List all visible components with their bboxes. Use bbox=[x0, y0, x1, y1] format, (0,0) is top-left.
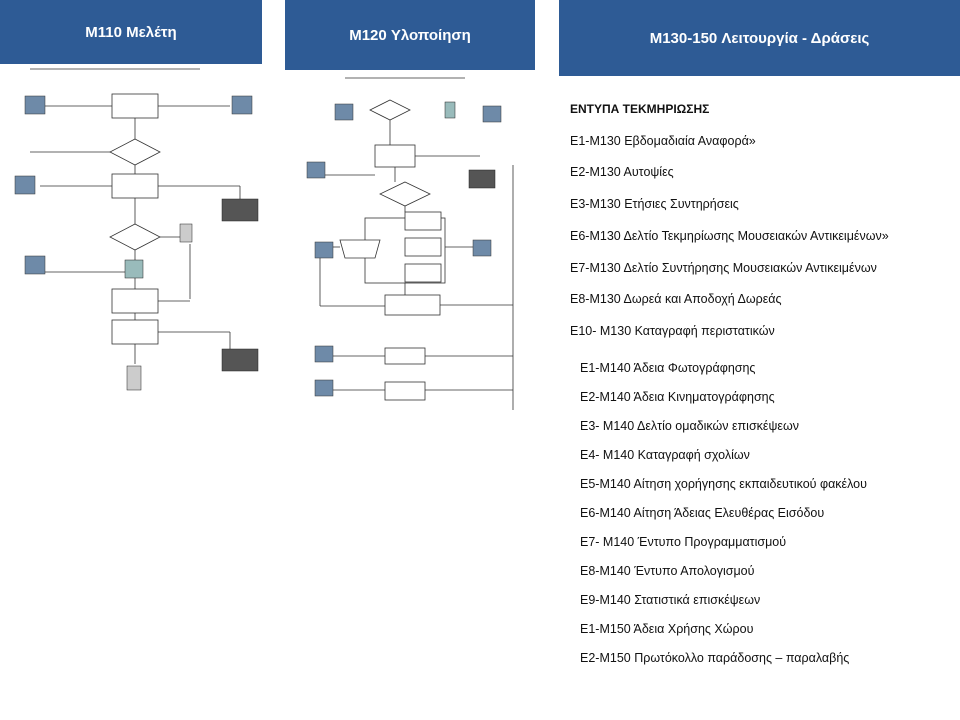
form-item: Ε1-Μ150 Άδεια Χρήσης Χώρου bbox=[580, 622, 754, 636]
building-icon bbox=[221, 348, 259, 372]
document-icon bbox=[126, 365, 142, 391]
form-item: Ε6-Μ140 Αίτηση Άδειας Ελευθέρας Εισόδου bbox=[580, 506, 825, 520]
flowchart-m120 bbox=[306, 77, 514, 410]
process-node-2 bbox=[404, 211, 442, 231]
forms-title: ΕΝΤΥΠΑ ΤΕΚΜΗΡΙΩΣΗΣ bbox=[570, 102, 710, 116]
actor-icon bbox=[314, 345, 334, 363]
document-icon bbox=[179, 223, 193, 243]
form-item: Ε2-Μ150 Πρωτόκολλο παράδοσης – παραλαβής bbox=[580, 651, 850, 665]
process-node-4 bbox=[111, 319, 159, 345]
header-m110-label: M110 Μελέτη bbox=[85, 23, 177, 41]
process-node-3 bbox=[404, 237, 442, 257]
decision-node-1 bbox=[109, 138, 161, 166]
actor-icon bbox=[334, 103, 354, 121]
actor-icon bbox=[231, 95, 253, 115]
form-item: Ε2-Μ130 Αυτοψίες bbox=[570, 165, 674, 179]
flowchart-m110 bbox=[14, 68, 259, 391]
actor-icon bbox=[24, 95, 46, 115]
decision-node-1 bbox=[369, 99, 411, 121]
form-item: Ε3-Μ130 Ετήσιες Συντηρήσεις bbox=[570, 197, 739, 211]
document-icon bbox=[124, 259, 144, 279]
form-item: Ε8-Μ140 Έντυπο Απολογισμού bbox=[580, 564, 755, 578]
actor-icon bbox=[482, 105, 502, 123]
header-m130-150-label: M130-150 Λειτουργία - Δράσεις bbox=[649, 29, 870, 47]
form-item: Ε3- Μ140 Δελτίο ομαδικών επισκέψεων bbox=[580, 419, 799, 433]
form-item: Ε7-Μ130 Δελτίο Συντήρησης Μουσειακών Αντ… bbox=[570, 261, 877, 275]
building-icon bbox=[221, 198, 259, 222]
form-item: Ε4- Μ140 Καταγραφή σχολίων bbox=[580, 448, 750, 462]
form-item: Ε9-Μ140 Στατιστικά επισκέψεων bbox=[580, 593, 761, 607]
actor-icon bbox=[306, 161, 326, 179]
document-icon bbox=[444, 101, 456, 119]
form-item: Ε10- Μ130 Καταγραφή περιστατικών bbox=[570, 324, 775, 338]
building-icon bbox=[468, 169, 496, 189]
actor-icon bbox=[472, 239, 492, 257]
header-m110: M110 Μελέτη bbox=[0, 0, 262, 64]
process-node-7 bbox=[384, 381, 426, 401]
process-node-4 bbox=[404, 263, 442, 283]
decision-node-2 bbox=[379, 181, 431, 207]
form-item: Ε5-Μ140 Αίτηση χορήγησης εκπαιδευτικού φ… bbox=[580, 477, 867, 491]
form-item: Ε7- Μ140 Έντυπο Προγραμματισμού bbox=[580, 535, 787, 549]
process-node-2 bbox=[111, 173, 159, 199]
process-node-1 bbox=[111, 93, 159, 119]
form-item: Ε1-Μ130 Εβδομαδιαία Αναφορά» bbox=[570, 134, 756, 148]
process-node-1 bbox=[374, 144, 416, 168]
header-m130-150: M130-150 Λειτουργία - Δράσεις bbox=[559, 0, 960, 76]
form-item: Ε2-Μ140 Άδεια Κινηματογράφησης bbox=[580, 390, 775, 404]
actor-icon bbox=[24, 255, 46, 275]
actor-icon bbox=[14, 175, 36, 195]
header-m120: M120 Υλοποίηση bbox=[285, 0, 535, 70]
form-item: Ε6-Μ130 Δελτίο Τεκμηρίωσης Μουσειακών Αν… bbox=[570, 229, 889, 243]
process-node-trapezoid bbox=[339, 239, 381, 259]
form-item: Ε8-Μ130 Δωρεά και Αποδοχή Δωρεάς bbox=[570, 292, 782, 306]
header-m120-label: M120 Υλοποίηση bbox=[349, 26, 471, 44]
actor-icon bbox=[314, 241, 334, 259]
process-node-6 bbox=[384, 347, 426, 365]
decision-node-2 bbox=[109, 223, 161, 251]
actor-icon bbox=[314, 379, 334, 397]
process-node-5 bbox=[384, 294, 441, 316]
form-item: Ε1-Μ140 Άδεια Φωτογράφησης bbox=[580, 361, 756, 375]
process-node-3 bbox=[111, 288, 159, 314]
